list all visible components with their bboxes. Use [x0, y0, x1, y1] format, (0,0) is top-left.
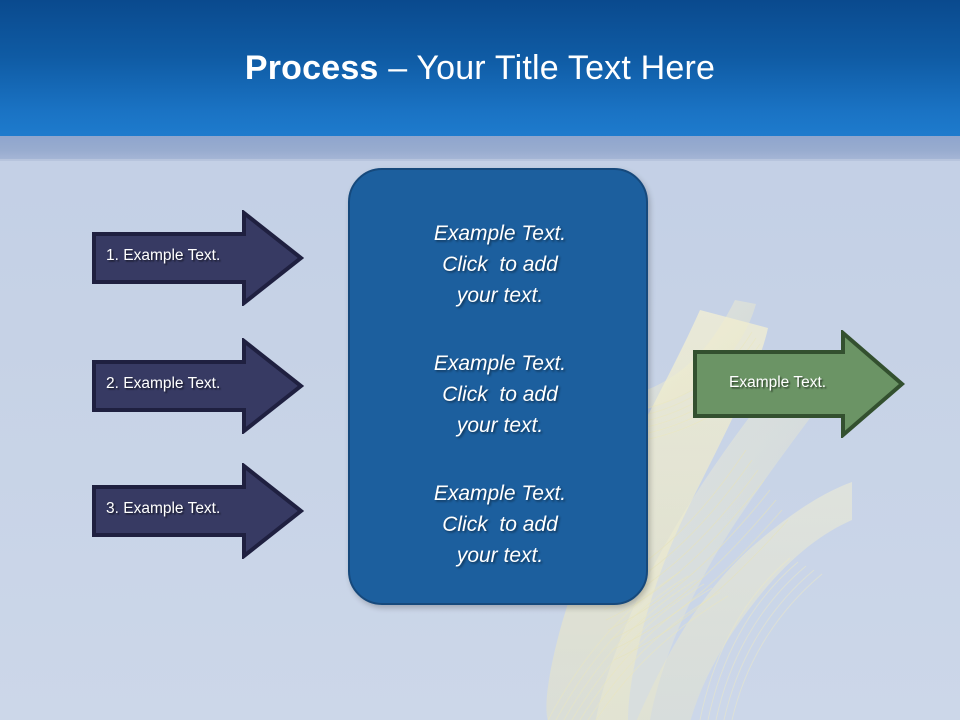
step-arrow-2[interactable]: [92, 338, 304, 434]
panel-text-line: Click to add: [442, 253, 558, 276]
panel-text-line: Example Text.: [433, 352, 567, 375]
panel-text-line: your text.: [456, 414, 544, 437]
center-process-panel[interactable]: Example Text. Click to add your text. Ex…: [348, 168, 648, 605]
panel-text-line: Example Text.: [433, 222, 567, 245]
page-title-emphasis: Process: [244, 49, 379, 87]
panel-text-line: your text.: [456, 284, 544, 307]
panel-text-line: Example Text.: [433, 482, 567, 505]
header-divider-line: [0, 159, 960, 161]
page-title-rest: – Your Title Text Here: [378, 49, 716, 87]
panel-text-line: your text.: [456, 544, 544, 567]
panel-text-line: Click to add: [442, 383, 558, 406]
result-arrow[interactable]: [693, 330, 905, 438]
step-arrow-1[interactable]: [92, 210, 304, 306]
panel-text-line: Click to add: [442, 513, 558, 536]
header-divider-band: [0, 136, 960, 160]
panel-text-block-2: Example Text. Click to add your text.: [378, 348, 622, 441]
header-band: [0, 0, 960, 136]
panel-text-block-1: Example Text. Click to add your text.: [378, 218, 622, 311]
page-title: Process – Your Title Text Here: [0, 46, 960, 90]
panel-text-block-3: Example Text. Click to add your text.: [378, 478, 622, 571]
step-arrow-3[interactable]: [92, 463, 304, 559]
